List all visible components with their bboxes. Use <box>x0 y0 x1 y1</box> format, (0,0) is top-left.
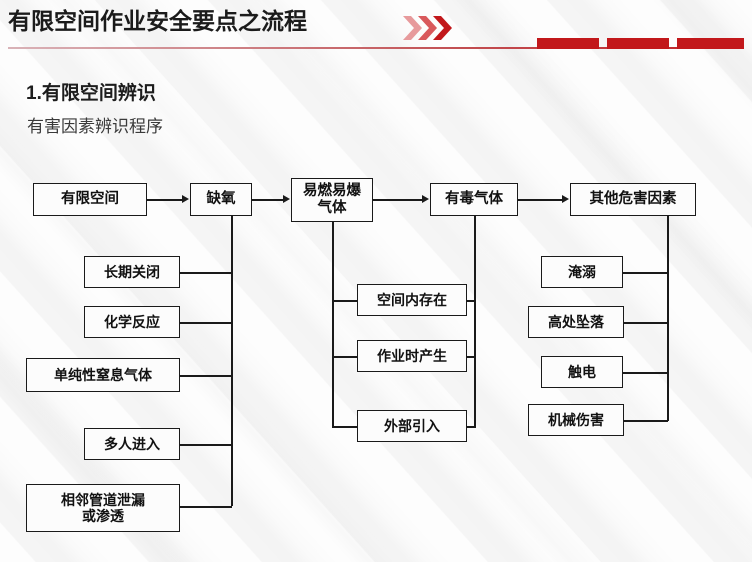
connector-exists-in-space-left <box>332 300 359 302</box>
triple-chevron-right-icon <box>402 13 460 43</box>
trunk-other-hazard-factors <box>667 216 669 421</box>
flow-node-introduced-externally[interactable]: 外部引入 <box>357 410 467 442</box>
flow-node-confined-space[interactable]: 有限空间 <box>33 183 147 216</box>
connector-simple-asphyxiant-gas <box>180 375 232 377</box>
trunk-flammable-explosive-gas <box>332 222 334 428</box>
connector-confined-to-oxygen <box>147 199 183 201</box>
connector-generated-during-work-right <box>466 356 476 358</box>
slide-header: 有限空间作业安全要点之流程 <box>0 0 752 52</box>
flow-node-simple-asphyxiant-gas[interactable]: 单纯性窒息气体 <box>26 358 180 392</box>
section-subheading: 有害因素辨识程序 <box>27 117 163 136</box>
connector-drowning <box>623 272 668 274</box>
flow-node-other-hazard-factors[interactable]: 其他危害因素 <box>570 183 696 216</box>
connector-mechanical-injury <box>623 420 668 422</box>
flow-node-electric-shock[interactable]: 触电 <box>541 356 623 388</box>
page-title: 有限空间作业安全要点之流程 <box>8 8 307 34</box>
connector-generated-during-work-left <box>332 356 359 358</box>
flow-node-generated-during-work[interactable]: 作业时产生 <box>357 340 467 372</box>
connector-fall-from-height <box>623 322 668 324</box>
header-accent-block-2 <box>607 38 669 49</box>
trunk-oxygen-deficiency <box>231 216 233 506</box>
connector-oxygen-to-flammable <box>252 199 284 201</box>
flow-node-mechanical-injury[interactable]: 机械伤害 <box>528 404 624 436</box>
connector-introduced-externally-left <box>332 426 359 428</box>
connector-adjacent-pipe-leak <box>180 506 232 508</box>
arrowhead-to-oxygen <box>182 195 189 203</box>
section-heading: 1.有限空间辨识 <box>26 83 156 104</box>
connector-long-term-closed <box>180 272 232 274</box>
flow-node-oxygen-deficiency[interactable]: 缺氧 <box>190 183 252 216</box>
connector-chemical-reaction <box>180 322 232 324</box>
arrowhead-to-toxic <box>422 195 429 203</box>
flow-node-drowning[interactable]: 淹溺 <box>541 256 623 288</box>
flow-node-chemical-reaction[interactable]: 化学反应 <box>84 306 180 338</box>
flow-node-fall-from-height[interactable]: 高处坠落 <box>528 306 624 338</box>
header-underline <box>8 47 744 49</box>
header-accent-block-1 <box>537 38 599 49</box>
flow-node-flammable-explosive-gas[interactable]: 易燃易爆 气体 <box>291 178 373 222</box>
connector-introduced-externally-right <box>466 426 476 428</box>
flow-node-adjacent-pipe-leak[interactable]: 相邻管道泄漏 或渗透 <box>26 484 180 532</box>
flow-node-multiple-people-entry[interactable]: 多人进入 <box>84 428 180 460</box>
connector-electric-shock <box>623 372 668 374</box>
trunk-toxic-gas <box>474 216 476 428</box>
flow-node-exists-in-space[interactable]: 空间内存在 <box>357 284 467 316</box>
connector-multiple-people-entry <box>180 444 232 446</box>
connector-flammable-to-toxic <box>373 199 423 201</box>
connector-toxic-to-other <box>518 199 563 201</box>
connector-exists-in-space-right <box>466 300 476 302</box>
flow-node-long-term-closed[interactable]: 长期关闭 <box>84 256 180 288</box>
header-accent-block-3 <box>677 38 744 49</box>
flow-node-toxic-gas[interactable]: 有毒气体 <box>430 183 518 216</box>
arrowhead-to-flammable <box>283 195 290 203</box>
arrowhead-to-other <box>562 195 569 203</box>
